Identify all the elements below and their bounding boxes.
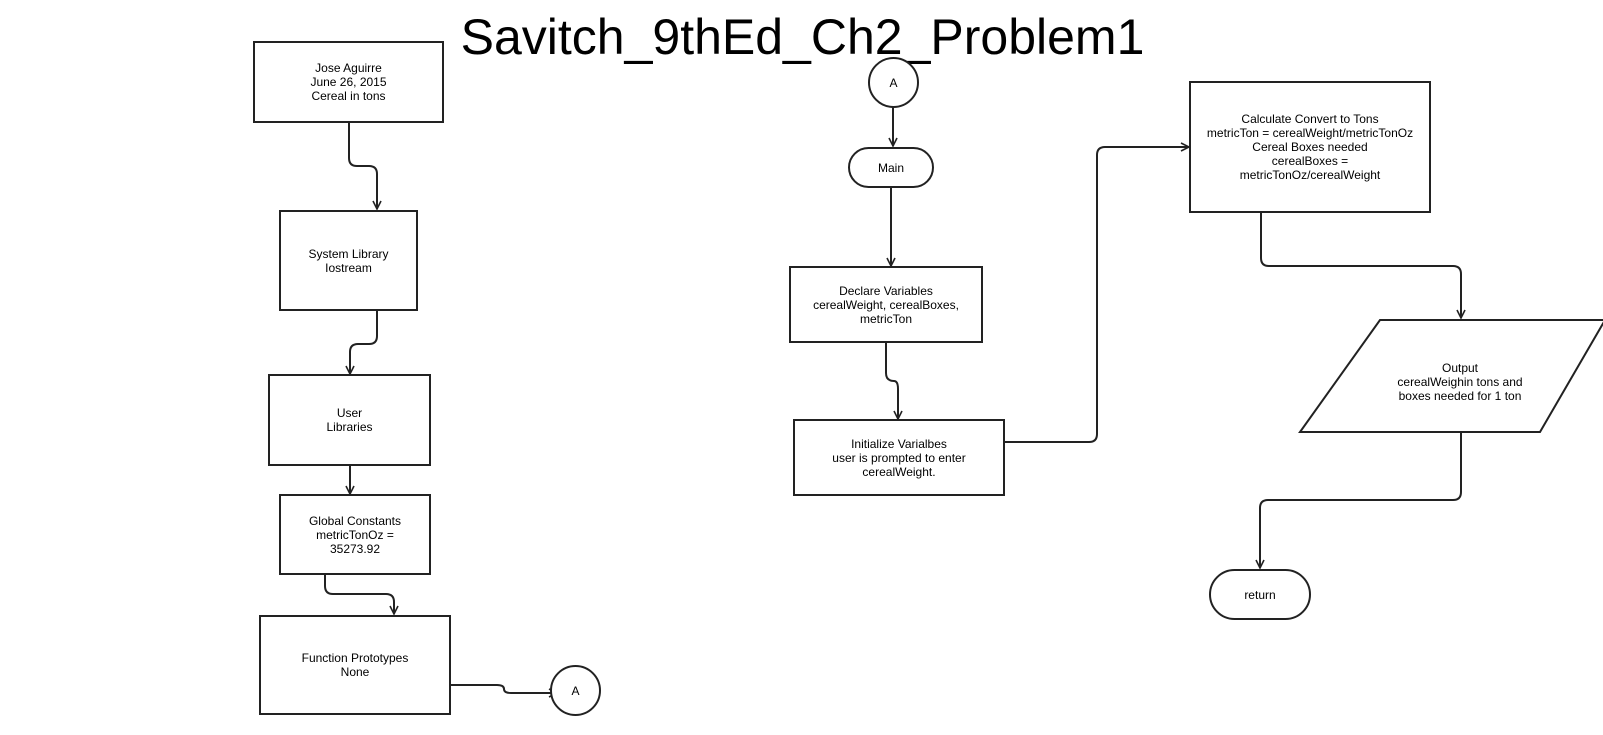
edge-globals-to-prototypes [324,575,394,614]
initialize-variables-line-1: Initialize Varialbes [851,436,947,451]
initialize-variables-box: Initialize Varialbes user is prompted to… [793,419,1005,496]
declare-variables-line-2: cerealWeight, cerealBoxes, [813,297,959,312]
calculate-line-5: metricTonOz/cerealWeight [1239,168,1381,182]
global-constants-line-1: Global Constants [308,513,402,528]
header-line-author: Jose Aguirre [315,61,382,75]
declare-variables-box: Declare Variables cerealWeight, cerealBo… [789,266,983,343]
return-terminal-label: return [1244,587,1276,602]
function-prototypes-line-2: None [340,665,370,679]
edge-declare-to-initialize [885,342,898,419]
connector-a-in-label: A [889,75,898,90]
global-constants-line-2: metricTonOz = [316,527,394,542]
calculate-box: Calculate Convert to Tons metricTon = ce… [1189,81,1431,213]
function-prototypes-line-1: Function Prototypes [301,651,409,665]
main-terminal-label: Main [877,160,904,175]
declare-variables-line-1: Declare Variables [839,283,933,298]
global-constants-box: Global Constants metricTonOz = 35273.92 [279,494,431,575]
output-line-2: cerealWeighin tons and [1397,375,1523,389]
system-library-box: System Library Iostream [279,210,418,311]
header-line-date: June 26, 2015 [310,75,387,89]
user-libraries-line-1: User [336,406,363,420]
global-constants-line-3: 35273.92 [329,541,381,556]
connector-a-in: A [868,57,919,108]
return-terminal: return [1209,569,1311,620]
output-line-3: boxes needed for 1 ton [1398,389,1522,403]
output-parallelogram-shape [1298,319,1603,433]
edge-header-to-sys-lib [348,122,377,209]
output-box: Output cerealWeighin tons and boxes need… [1345,355,1575,409]
calculate-line-4: cerealBoxes = [1271,154,1349,168]
declare-variables-line-3: metricTon [859,311,912,326]
header-box: Jose Aguirre June 26, 2015 Cereal in ton… [253,41,444,123]
edge-output-to-return [1260,432,1462,568]
diagram-title: Savitch_9thEd_Ch2_Problem1 [460,9,1145,65]
edge-calculate-to-output [1260,212,1461,318]
initialize-variables-line-2: user is prompted to enter [832,450,966,465]
user-libraries-box: User Libraries [268,374,431,466]
connector-a-out-label: A [571,683,580,698]
user-libraries-line-2: Libraries [326,420,373,434]
calculate-line-2: metricTon = cerealWeight/metricTonOz [1206,126,1414,140]
system-library-line-2: Iostream [325,260,372,275]
edge-prototypes-to-connector-a [450,684,557,693]
calculate-line-3: Cereal Boxes needed [1252,140,1368,154]
initialize-variables-line-3: cerealWeight. [862,464,936,479]
calculate-line-1: Calculate Convert to Tons [1241,112,1379,126]
connector-a-out: A [550,665,601,716]
edge-sys-lib-to-user-lib [350,311,378,374]
output-line-1: Output [1441,361,1479,375]
edge-initialize-to-calculate [1004,147,1189,443]
header-line-subject: Cereal in tons [311,89,386,103]
main-terminal: Main [848,147,934,188]
system-library-line-1: System Library [308,246,389,261]
function-prototypes-box: Function Prototypes None [259,615,451,715]
